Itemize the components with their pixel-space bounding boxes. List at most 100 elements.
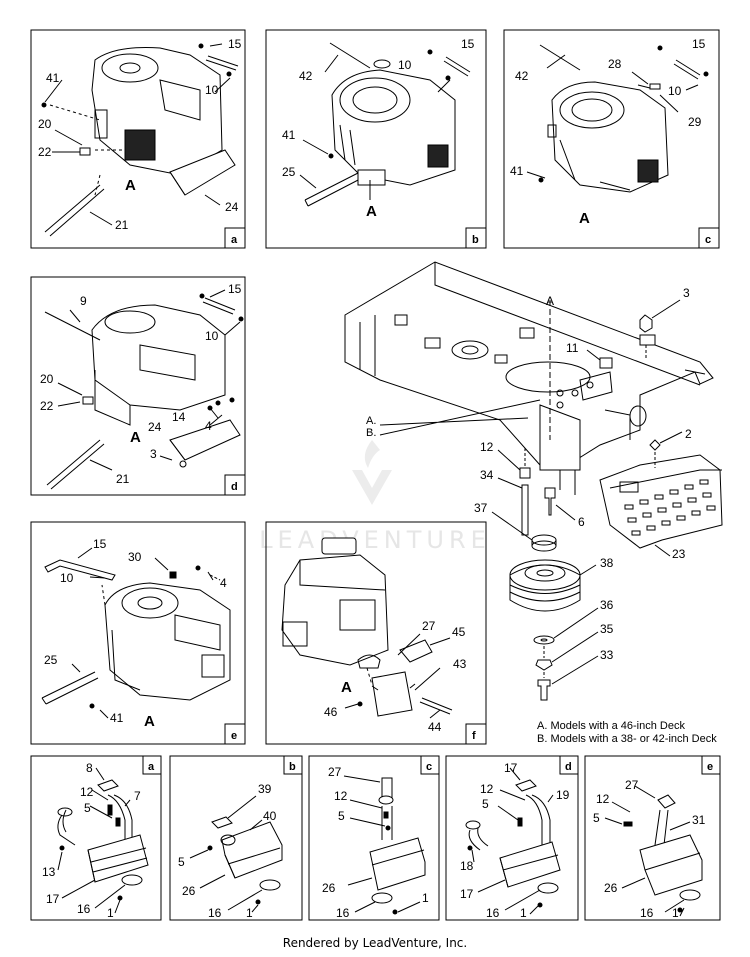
callout: 25	[282, 165, 296, 179]
marker-a: A.	[366, 415, 376, 427]
callout: 1	[672, 906, 679, 920]
callout: 36	[600, 598, 614, 612]
callout: 7	[134, 789, 141, 803]
callout: 15	[692, 37, 706, 51]
callout: 12	[80, 785, 94, 799]
callout: 15	[93, 537, 107, 551]
callout: 41	[282, 128, 296, 142]
callout: 33	[600, 648, 614, 662]
muffler-panel-c: c 27 12 5 26 16 1	[308, 755, 440, 921]
callout: 21	[116, 472, 130, 486]
callout: 20	[40, 372, 54, 386]
note-38-42-deck: B. Models with a 38- or 42-inch Deck	[537, 733, 717, 745]
callout: 5	[482, 797, 489, 811]
panel-letter: e	[231, 730, 237, 742]
callout: 10	[668, 84, 682, 98]
callout: 15	[461, 37, 475, 51]
panel-c: c A 42 28 15 10 29 41	[503, 29, 720, 249]
panel-e: e A 15 30 4 10 25 41	[30, 521, 246, 745]
callout: 16	[208, 906, 222, 920]
callout: 42	[515, 69, 529, 83]
callout: 45	[452, 625, 466, 639]
watermark-text: LEADVENTURE	[259, 526, 491, 554]
panel-letter: f	[472, 730, 476, 742]
watermark: LEADVENTURE	[259, 440, 491, 554]
callout: 16	[77, 902, 91, 916]
callout: 17	[46, 892, 60, 906]
panel-letter: a	[231, 234, 238, 246]
callout: 16	[336, 906, 350, 920]
callout: 12	[480, 440, 494, 454]
callout: 5	[593, 811, 600, 825]
callout: 23	[672, 547, 686, 561]
callout: 29	[688, 115, 702, 129]
callout: 41	[510, 164, 524, 178]
callout: 12	[480, 782, 494, 796]
callout: 26	[322, 881, 336, 895]
callout: 8	[86, 761, 93, 775]
callout: 11	[566, 341, 579, 355]
callout: 41	[110, 711, 124, 725]
callout: 5	[84, 801, 91, 815]
footer-credit: Rendered by LeadVenture, Inc.	[282, 936, 468, 950]
callout: 12	[596, 792, 610, 806]
callout: 4	[220, 576, 227, 590]
callout: 43	[453, 657, 467, 671]
callout: 13	[42, 865, 56, 879]
muffler-panel-a: a 8 12 7 5 13 17 16 1	[30, 755, 162, 921]
panel-a: a A 15 10 41 20 22 21 24	[30, 29, 246, 249]
callout: 19	[556, 788, 570, 802]
panel-letter: e	[707, 761, 713, 773]
callout: 34	[480, 468, 494, 482]
callout: 27	[422, 619, 436, 633]
callout: 30	[128, 550, 142, 564]
callout: 46	[324, 705, 338, 719]
assembly-label: A	[144, 713, 155, 730]
callout: 5	[338, 809, 345, 823]
marker-b: B.	[366, 427, 376, 439]
callout: 28	[608, 57, 622, 71]
callout: 1	[520, 906, 527, 920]
callout: 27	[625, 778, 639, 792]
callout: 27	[328, 765, 342, 779]
panel-letter: b	[289, 761, 296, 773]
callout: 16	[640, 906, 654, 920]
callout: 3	[150, 447, 157, 461]
callout: 15	[228, 282, 242, 296]
callout: 2	[685, 427, 692, 441]
callout: 15	[228, 37, 242, 51]
callout: 10	[205, 83, 219, 97]
panel-f: f A 27 45 43 46 44	[265, 521, 487, 745]
callout: 44	[428, 720, 442, 734]
assembly-label: A	[341, 679, 352, 696]
callout: 9	[80, 294, 87, 308]
note-46-deck: A. Models with a 46-inch Deck	[537, 720, 685, 732]
panel-letter: d	[565, 761, 572, 773]
callout: 31	[692, 813, 706, 827]
assembly-label: A	[366, 203, 377, 220]
callout: 22	[38, 145, 52, 159]
callout: 25	[44, 653, 58, 667]
panel-letter: c	[705, 234, 711, 246]
callout: 24	[148, 420, 162, 434]
assembly-label: A	[125, 177, 136, 194]
callout: 40	[263, 809, 277, 823]
callout: 17	[504, 761, 518, 775]
callout: 35	[600, 622, 614, 636]
panel-b: b A 42 10 15 41 25	[265, 29, 487, 249]
callout: 26	[182, 884, 196, 898]
callout: 1	[107, 906, 114, 920]
assembly-label: A	[579, 210, 590, 227]
panel-letter: b	[472, 234, 479, 246]
muffler-panel-b: b 39 40 5 26 16 1	[169, 755, 303, 921]
muffler-panel-d: d 17 12 19 5 18 17 16 1	[445, 755, 579, 921]
callout: 10	[60, 571, 74, 585]
callout: 42	[299, 69, 313, 83]
callout: 12	[334, 789, 348, 803]
panel-letter: c	[426, 761, 432, 773]
callout: 6	[578, 515, 585, 529]
callout: A	[546, 294, 554, 308]
callout: 14	[172, 410, 186, 424]
callout: 17	[460, 887, 474, 901]
